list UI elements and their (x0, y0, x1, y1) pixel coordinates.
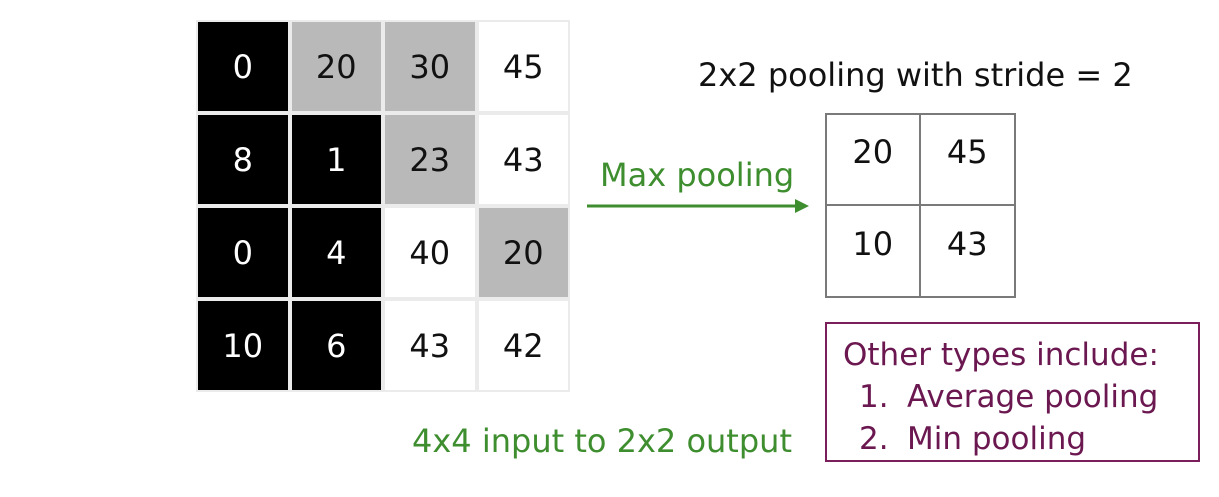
input-cell: 43 (478, 115, 568, 204)
input-cell: 42 (478, 301, 568, 390)
input-cell: 6 (291, 301, 381, 390)
output-grid: 20 45 10 43 (825, 113, 1016, 298)
list-item-number: 1. (859, 379, 889, 415)
input-cell: 1 (291, 115, 381, 204)
input-cell: 0 (198, 22, 288, 111)
list-item-label: Average pooling (907, 379, 1159, 415)
other-types-box: Other types include: 1. Average pooling … (825, 322, 1200, 462)
other-types-list: 1. Average pooling 2. Min pooling (843, 376, 1198, 460)
input-cell: 23 (385, 115, 475, 204)
max-pooling-label: Max pooling (600, 156, 795, 194)
input-cell: 43 (385, 301, 475, 390)
right-arrow-icon (587, 199, 809, 213)
output-cell: 10 (827, 205, 921, 296)
output-cell: 20 (827, 115, 921, 206)
input-cell: 40 (385, 208, 475, 297)
output-cell: 43 (946, 224, 988, 263)
list-item-number: 2. (859, 421, 889, 457)
other-types-heading: Other types include: (843, 337, 1159, 373)
input-cell: 10 (198, 301, 288, 390)
input-output-caption: 4x4 input to 2x2 output (412, 422, 792, 460)
input-cell: 8 (198, 115, 288, 204)
list-item-label: Min pooling (907, 421, 1087, 457)
input-cell: 20 (478, 208, 568, 297)
input-grid: 0 20 30 45 8 1 23 43 0 4 40 20 10 6 43 4… (196, 20, 570, 392)
list-item: 1. Average pooling (843, 376, 1198, 418)
list-item: 2. Min pooling (843, 418, 1198, 460)
pooling-title: 2x2 pooling with stride = 2 (698, 56, 1133, 94)
input-cell: 0 (198, 208, 288, 297)
input-cell: 4 (291, 208, 381, 297)
input-cell: 45 (478, 22, 568, 111)
input-cell: 20 (291, 22, 381, 111)
output-cell: 45 (920, 115, 1014, 206)
input-cell: 30 (385, 22, 475, 111)
